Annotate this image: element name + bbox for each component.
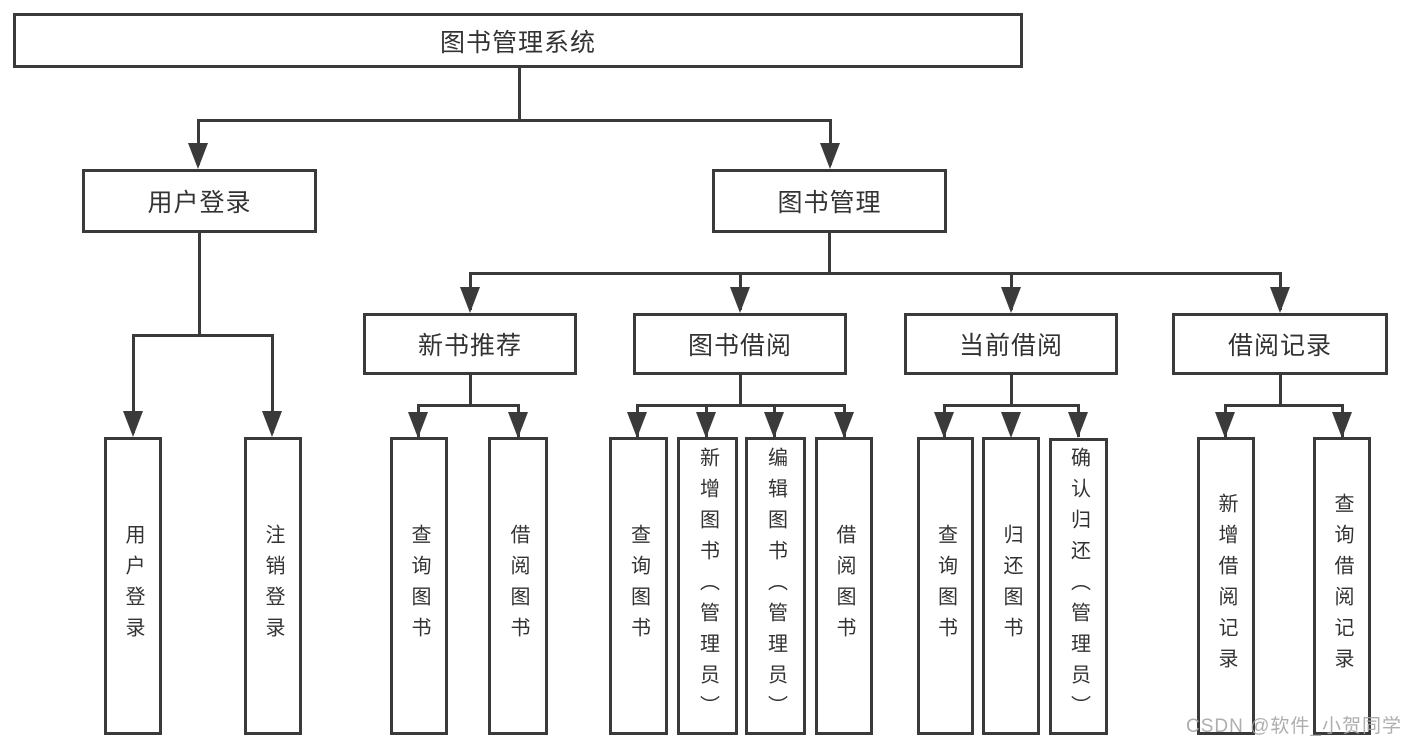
arrowhead-down-icon <box>508 412 528 438</box>
arrowhead-down-icon <box>627 412 647 438</box>
leaf-label: 注销登录 <box>262 524 284 648</box>
node-label: 借阅记录 <box>1227 332 1332 360</box>
connector-line <box>469 375 472 406</box>
arrowhead-down-icon <box>820 143 840 169</box>
node-new-book-recommendation: 新书推荐 <box>363 313 577 375</box>
node-label: 图书管理系统 <box>439 28 596 57</box>
connector-line <box>829 119 832 165</box>
arrowhead-down-icon <box>834 412 854 438</box>
connector-line <box>469 272 1282 275</box>
leaf-query-books-borrowing: 查询图书 <box>609 437 668 735</box>
arrowhead-down-icon <box>730 287 750 313</box>
leaf-label: 归还图书 <box>1000 524 1022 648</box>
arrowhead-down-icon <box>408 412 428 438</box>
arrowhead-down-icon <box>123 411 143 437</box>
leaf-confirm-return-admin: 确认归还（管理员） <box>1049 438 1108 735</box>
node-book-borrowing: 图书借阅 <box>633 313 847 375</box>
leaf-label: 新增借阅记录 <box>1215 493 1237 679</box>
arrowhead-down-icon <box>460 287 480 313</box>
leaf-label: 查询借阅记录 <box>1331 493 1353 679</box>
arrowhead-down-icon <box>188 143 208 169</box>
leaf-label: 用户登录 <box>122 524 144 648</box>
leaf-label: 确认归还（管理员） <box>1067 447 1090 726</box>
node-label: 当前借阅 <box>958 332 1063 360</box>
leaf-label: 查询图书 <box>408 524 430 648</box>
leaf-add-borrow-record: 新增借阅记录 <box>1197 437 1255 735</box>
leaf-query-books-recommend: 查询图书 <box>390 437 448 735</box>
arrowhead-down-icon <box>262 411 282 437</box>
leaf-label: 新增图书（管理员） <box>696 446 719 726</box>
leaf-logout-login: 注销登录 <box>244 437 302 735</box>
leaf-query-books-current: 查询图书 <box>917 437 974 735</box>
node-user-login: 用户登录 <box>82 169 317 233</box>
connector-line <box>197 119 200 165</box>
leaf-query-borrow-record: 查询借阅记录 <box>1313 437 1371 735</box>
connector-line <box>1279 375 1282 406</box>
connector-line <box>943 404 1080 407</box>
leaf-user-login: 用户登录 <box>104 437 162 735</box>
arrowhead-down-icon <box>1001 412 1021 438</box>
connector-line <box>417 404 520 407</box>
connector-line <box>132 334 135 433</box>
node-label: 用户登录 <box>147 189 252 217</box>
connector-line <box>197 119 832 122</box>
connector-line <box>636 404 846 407</box>
arrowhead-down-icon <box>1068 412 1088 438</box>
node-current-borrowing: 当前借阅 <box>904 313 1118 375</box>
arrowhead-down-icon <box>1215 412 1235 438</box>
node-label: 图书借阅 <box>687 332 792 360</box>
connector-line <box>198 233 201 337</box>
leaf-edit-books-admin: 编辑图书（管理员） <box>745 437 806 735</box>
leaf-add-books-admin: 新增图书（管理员） <box>677 437 738 735</box>
arrowhead-down-icon <box>1001 287 1021 313</box>
csdn-watermark: CSDN @软件_小贺同学 <box>1186 716 1402 737</box>
leaf-label: 编辑图书（管理员） <box>764 446 787 726</box>
node-borrowing-records: 借阅记录 <box>1172 313 1388 375</box>
leaf-return-books: 归还图书 <box>982 437 1040 735</box>
node-label: 图书管理 <box>777 189 882 217</box>
arrowhead-down-icon <box>764 412 784 438</box>
node-label: 新书推荐 <box>417 332 522 360</box>
connector-line <box>518 68 521 121</box>
arrowhead-down-icon <box>696 412 716 438</box>
connector-line <box>828 233 831 274</box>
leaf-label: 借阅图书 <box>833 524 855 648</box>
arrowhead-down-icon <box>1332 412 1352 438</box>
connector-line <box>132 334 274 337</box>
node-library-management-system: 图书管理系统 <box>13 13 1023 68</box>
connector-line <box>739 375 742 406</box>
leaf-borrow-books-recommend: 借阅图书 <box>488 437 548 735</box>
arrowhead-down-icon <box>934 412 954 438</box>
connector-line <box>1010 375 1013 406</box>
leaf-label: 查询图书 <box>627 524 650 648</box>
leaf-borrow-books-borrowing: 借阅图书 <box>815 437 873 735</box>
leaf-label: 借阅图书 <box>507 524 529 648</box>
arrowhead-down-icon <box>1270 287 1290 313</box>
node-book-management: 图书管理 <box>712 169 947 233</box>
connector-line <box>1224 404 1344 407</box>
connector-line <box>271 334 274 433</box>
leaf-label: 查询图书 <box>934 524 957 648</box>
